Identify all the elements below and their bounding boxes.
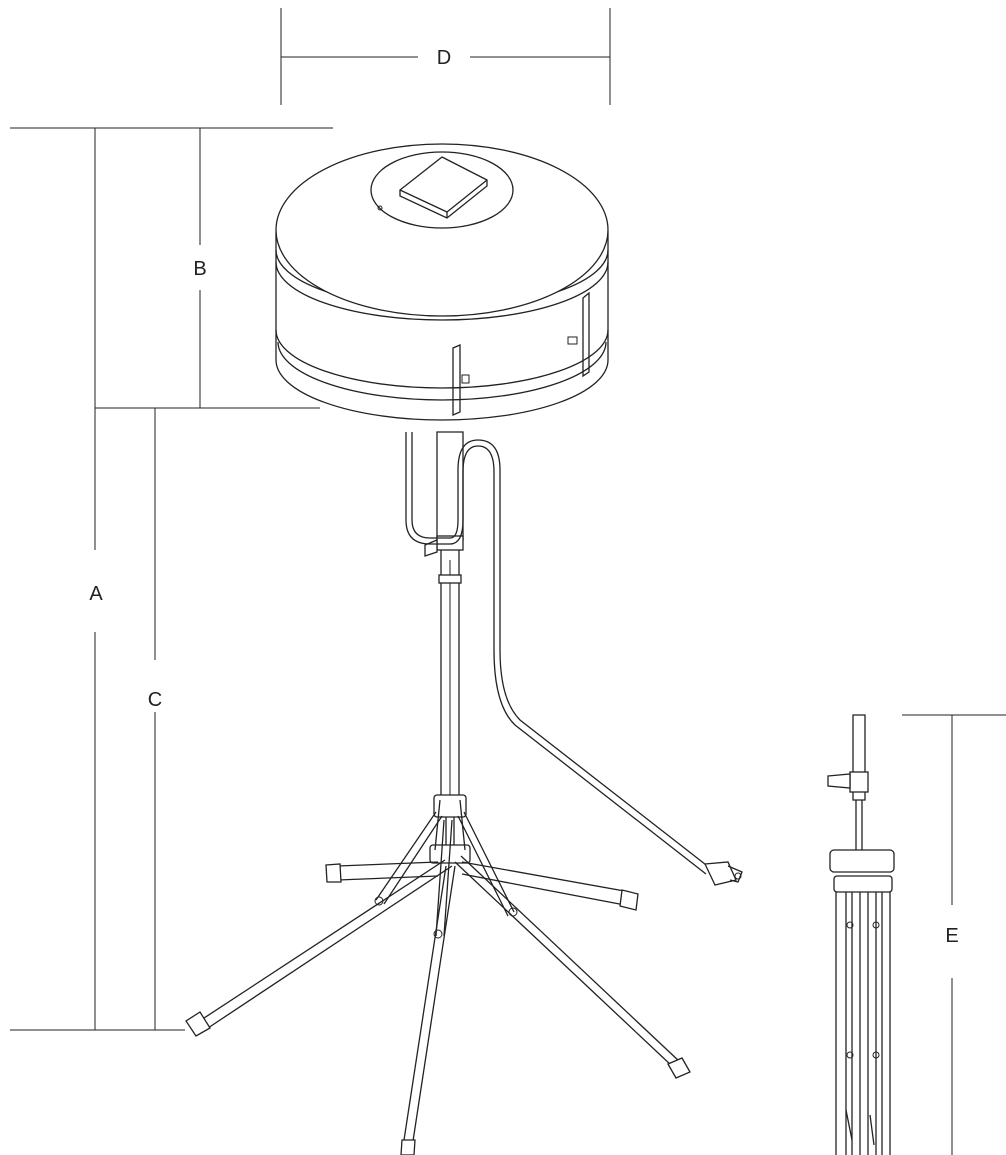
power-cord — [405, 432, 711, 875]
lamp-housing — [275, 143, 609, 421]
dimension-label-b: B — [193, 258, 206, 280]
dimension-b: B — [95, 128, 320, 409]
dimension-label-a: A — [89, 583, 103, 605]
light-tower-on-tripod-icon — [185, 143, 743, 1155]
tripod-legs — [185, 811, 691, 1155]
dimension-d: D — [280, 8, 611, 105]
mast — [424, 431, 464, 801]
dimension-label-c: C — [148, 689, 162, 711]
folded-tripod-icon — [827, 714, 895, 1155]
dimension-label-d: D — [437, 47, 451, 69]
dimension-label-e: E — [945, 925, 958, 947]
power-plug-icon — [704, 861, 743, 886]
dimension-a: A — [10, 127, 333, 1031]
dimension-e: E — [902, 714, 1006, 1155]
dimension-c: C — [148, 408, 162, 1030]
